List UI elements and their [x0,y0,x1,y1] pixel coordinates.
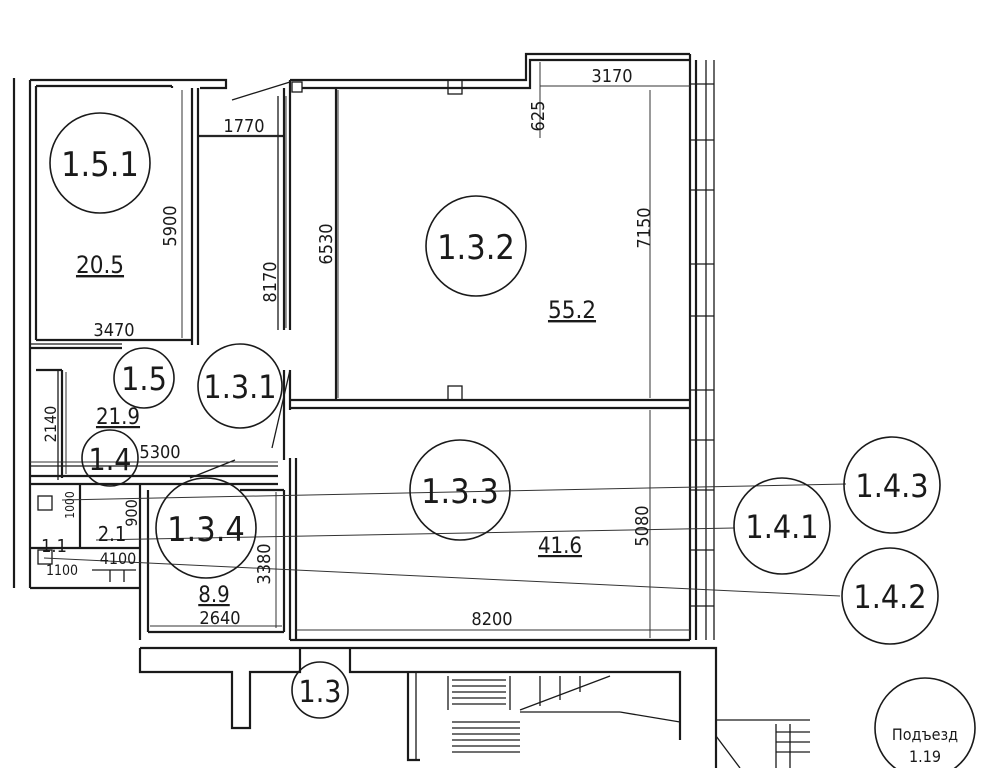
area-1-3-3: 41.6 [538,534,582,559]
dim-2140: 2140 [41,406,60,443]
room-marker-1-3-2 [425,195,527,297]
room-label-1-3-3: 1.3.3 [421,472,499,512]
area-1-5: 21.9 [96,405,140,430]
room-label-1-4: 1.4 [89,443,132,478]
small-label-1-1: 1.1 [41,536,67,557]
dim-3380: 3380 [254,543,275,584]
dim-2640: 2640 [199,608,240,629]
room-label-1-3-2: 1.3.2 [437,228,515,268]
dim-3470: 3470 [93,320,134,341]
dim-5300: 5300 [139,442,180,463]
dim-1770: 1770 [223,116,264,137]
dim-5900: 5900 [160,205,181,246]
leader-lines [43,483,847,597]
room-marker-1-3 [291,661,349,719]
room-1-3-3-walls [140,410,718,768]
area-1-3-2: 55.2 [548,296,596,324]
dim-1000: 1000 [63,491,77,519]
room-label-1-4-3: 1.4.3 [855,467,928,505]
room-marker-1-3-3 [409,439,511,541]
entrance-title: Подъезд [892,725,958,744]
room-marker-1-5-1 [49,112,151,214]
room-label-1-3-4: 1.3.4 [167,510,245,550]
room-marker-1-4-3 [843,436,941,534]
room-marker-1-3-1 [197,343,283,429]
room-marker-1-4 [81,429,139,487]
area-1-5-1: 20.5 [76,251,124,279]
dim-4100: 4100 [100,549,137,568]
room-label-1-3: 1.3 [299,675,342,710]
room-1-5-1-walls [28,78,228,588]
room-marker-1-4-1 [733,477,831,575]
room-label-1-4-1: 1.4.1 [745,508,818,546]
room-label-1-5-1: 1.5.1 [61,145,139,185]
dim-7150: 7150 [634,207,655,248]
small-rooms-walls [30,368,286,640]
room-marker-1-5 [113,347,175,409]
room-marker-1-4-2 [841,547,939,645]
dim-6530: 6530 [316,223,337,264]
room-marker-1-3-4 [155,477,257,579]
dimension-lines [30,85,690,631]
room-1-3-2-walls [290,52,690,410]
small-label-2-1: 2.1 [98,522,127,546]
entrance-marker [874,677,976,768]
dim-3170: 3170 [591,66,632,87]
area-1-3-4: 8.9 [198,583,229,608]
dim-8200: 8200 [471,609,512,630]
room-label-1-5: 1.5 [121,360,167,398]
lower-structure [138,648,810,768]
dim-900: 900 [122,499,141,526]
dim-1100: 1100 [46,563,78,579]
room-label-1-4-2: 1.4.2 [853,578,926,616]
dim-625: 625 [528,101,549,132]
entrance-number: 1.19 [909,747,941,766]
dim-5080: 5080 [632,505,653,546]
exterior-wall-right [688,54,715,640]
room-label-1-3-1: 1.3.1 [203,368,276,406]
dim-8170: 8170 [260,261,281,302]
